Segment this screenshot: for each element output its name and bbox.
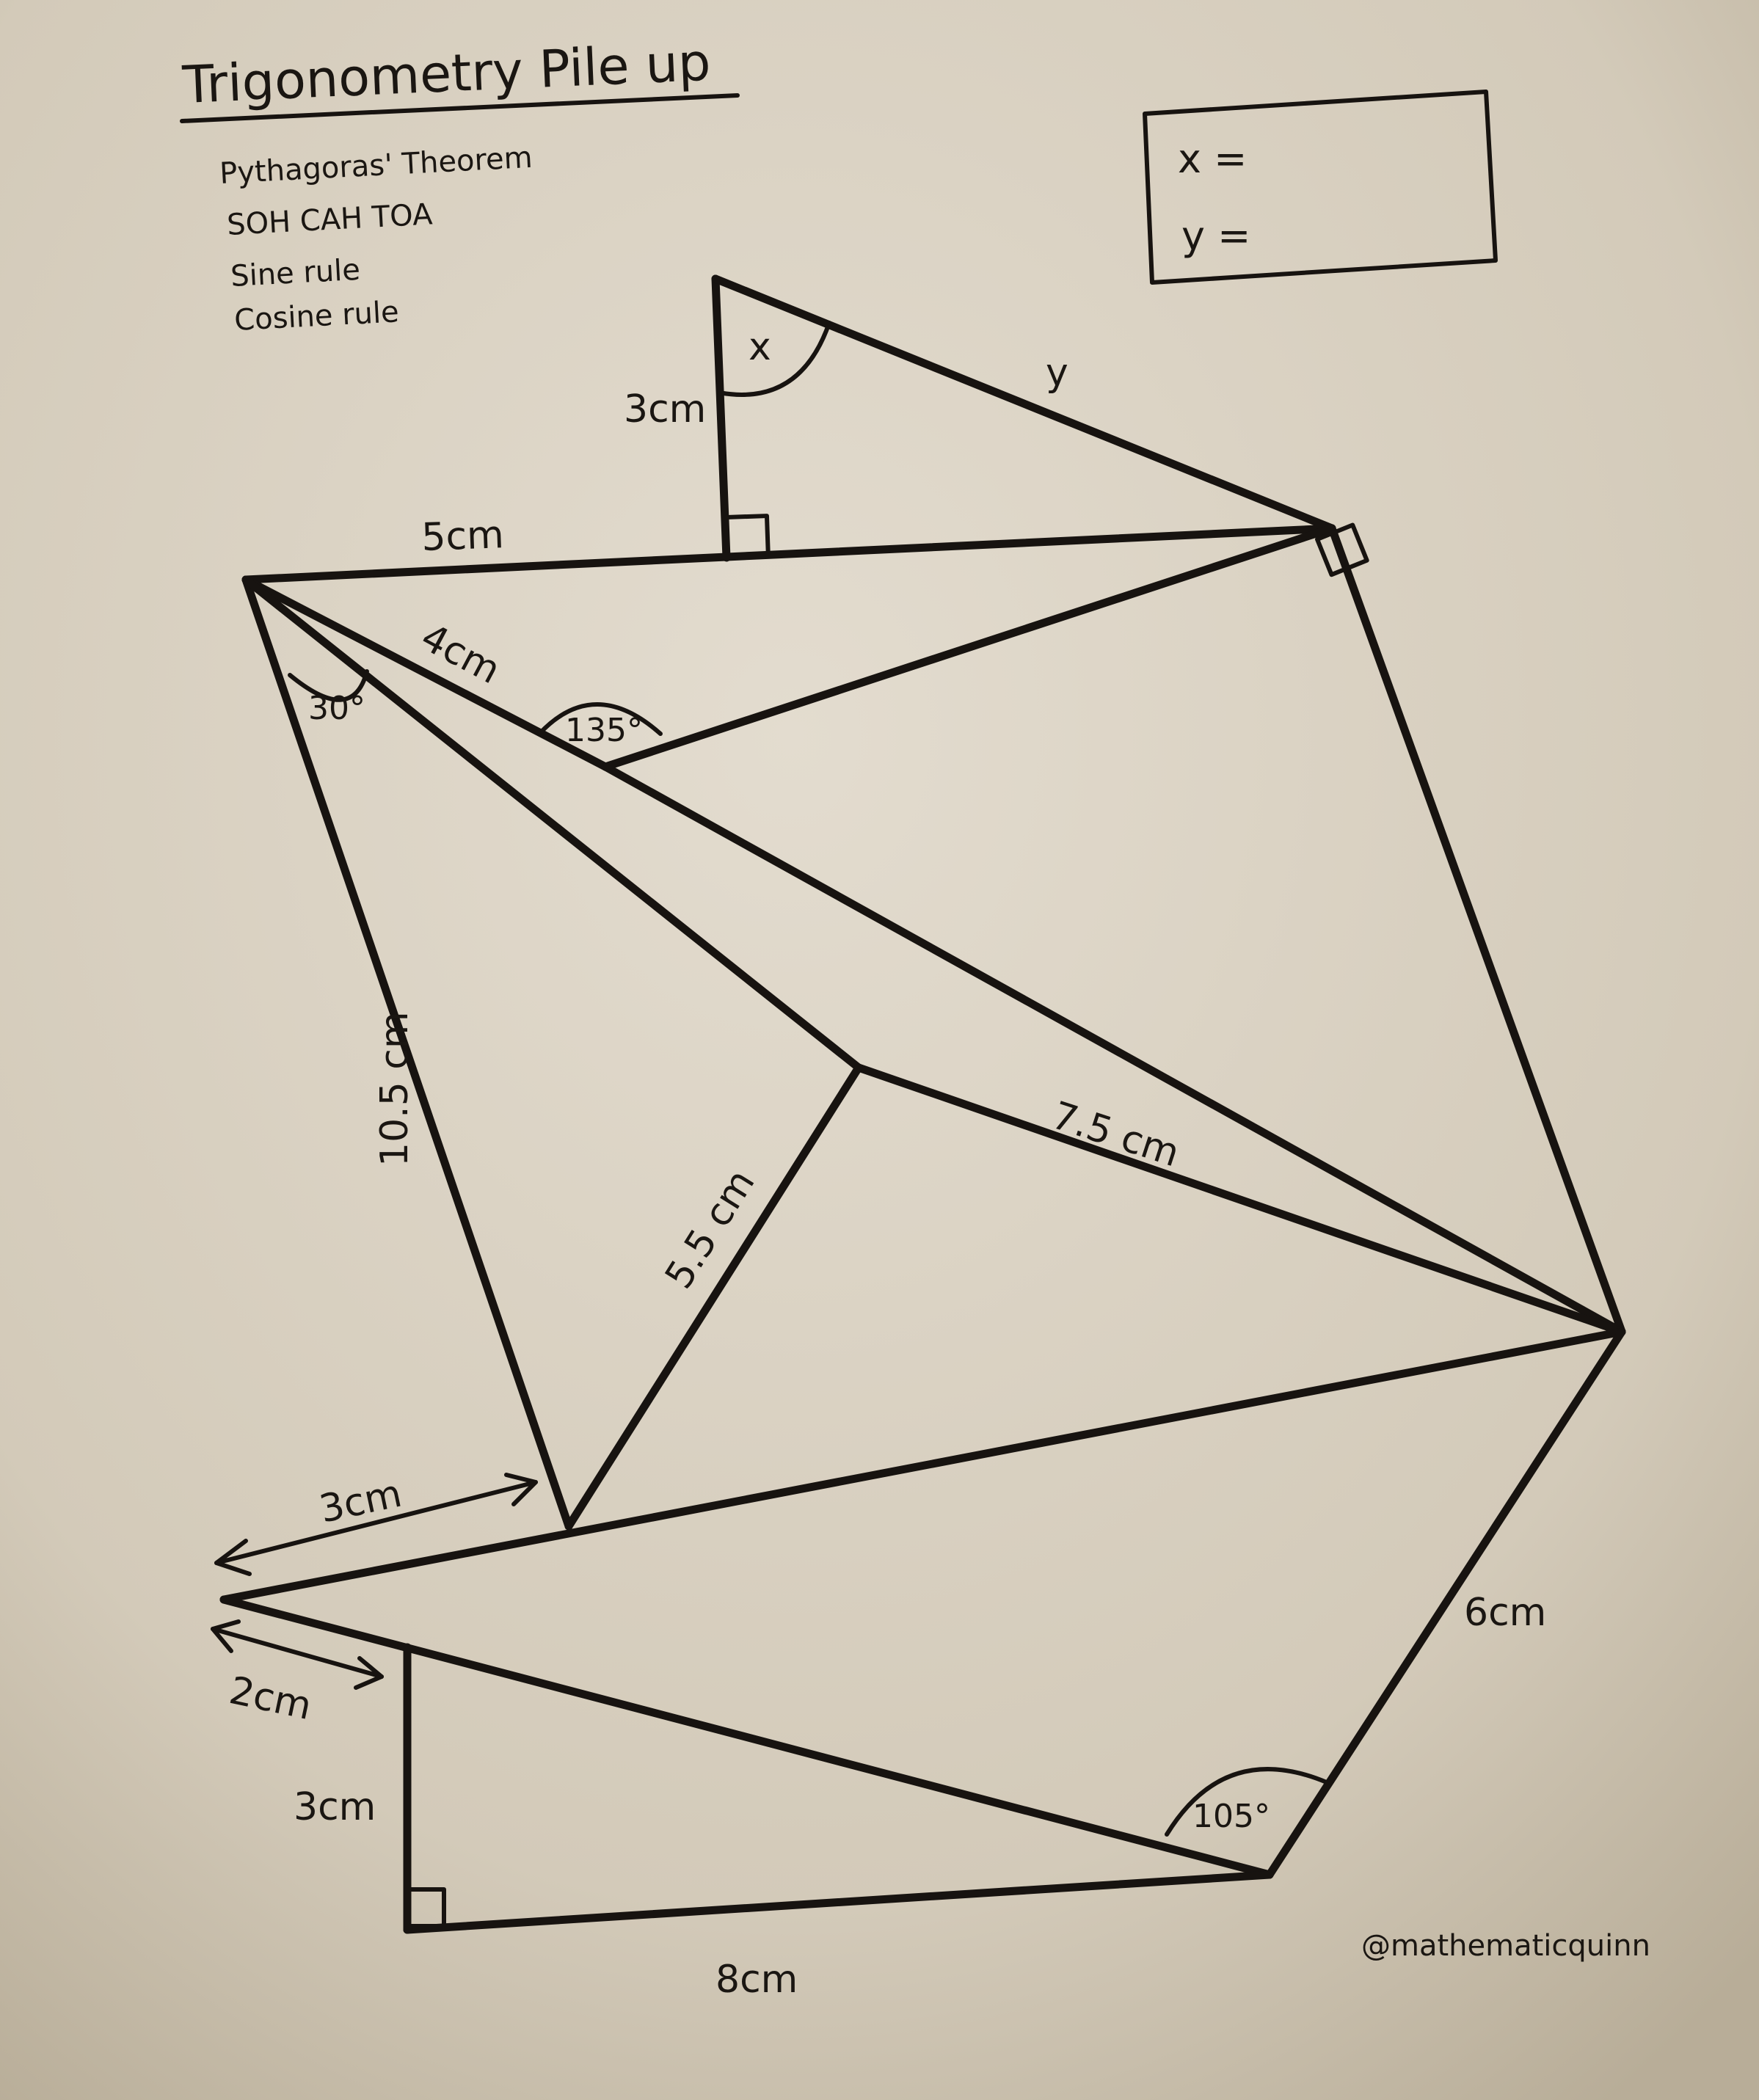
answer-box: x = y =	[1143, 90, 1498, 285]
edge-long-diagonal	[601, 762, 1626, 1336]
edge-vertical-3cm	[711, 274, 731, 562]
arrow-3cm-head-right	[504, 1473, 538, 1506]
edge-center-7-5cm	[854, 1063, 1626, 1336]
arrow-3cm	[214, 1473, 538, 1576]
arrow-2cm-head-right	[354, 1656, 384, 1690]
label-10-5cm: 10.5 cm	[373, 1011, 417, 1167]
label-5cm: 5cm	[420, 513, 504, 560]
edge-135-to-corner	[601, 524, 1336, 771]
angle-arc-105	[1165, 1767, 1330, 1837]
title-underline	[180, 93, 740, 123]
label-3cm-bottom: 3cm	[294, 1785, 376, 1829]
edge-right-upper	[1328, 524, 1626, 1336]
edge-inner-to-center	[241, 575, 863, 1072]
angle-arc-x	[717, 321, 831, 397]
answer-x-label: x =	[1178, 136, 1247, 182]
arrow-2cm-head-left	[211, 1619, 241, 1653]
right-angle-marker-corner	[1315, 522, 1369, 577]
angle-arc-135	[537, 702, 663, 736]
method-sine-rule: Sine rule	[230, 253, 361, 294]
answer-y-label: y =	[1181, 213, 1250, 259]
arrow-2cm-line	[211, 1627, 384, 1679]
label-8cm: 8cm	[715, 1958, 798, 2002]
label-30-degrees: 30°	[308, 690, 365, 727]
arrow-3cm-head-left	[214, 1539, 252, 1576]
label-6cm: 6cm	[1464, 1591, 1546, 1635]
arrow-3cm-line	[214, 1480, 538, 1565]
author-credit: @mathematicquinn	[1361, 1929, 1650, 1963]
label-3cm-top: 3cm	[624, 387, 706, 431]
edge-lower-diagonal	[219, 1595, 1274, 1879]
label-105-degrees: 105°	[1192, 1798, 1270, 1835]
label-y-side: y	[1046, 351, 1068, 395]
triangle-top-right-angled	[711, 274, 1336, 562]
angle-arc-30	[288, 669, 369, 702]
right-angle-marker-bottom	[405, 1887, 446, 1928]
edge-bottom-8cm	[403, 1870, 1274, 1934]
edge-left-10-5cm	[241, 575, 573, 1531]
arrow-2cm	[211, 1619, 384, 1690]
edge-bottom-long	[219, 1327, 1626, 1604]
label-x-angle: x	[749, 325, 771, 369]
edge-top-5cm	[241, 524, 1336, 584]
edge-5-5cm	[564, 1063, 863, 1531]
label-135-degrees: 135°	[565, 712, 643, 749]
answer-box-border	[1143, 90, 1498, 285]
edge-hypotenuse-y	[711, 274, 1336, 533]
edge-diagonal-4cm	[241, 575, 610, 771]
main-edges	[219, 522, 1626, 1934]
